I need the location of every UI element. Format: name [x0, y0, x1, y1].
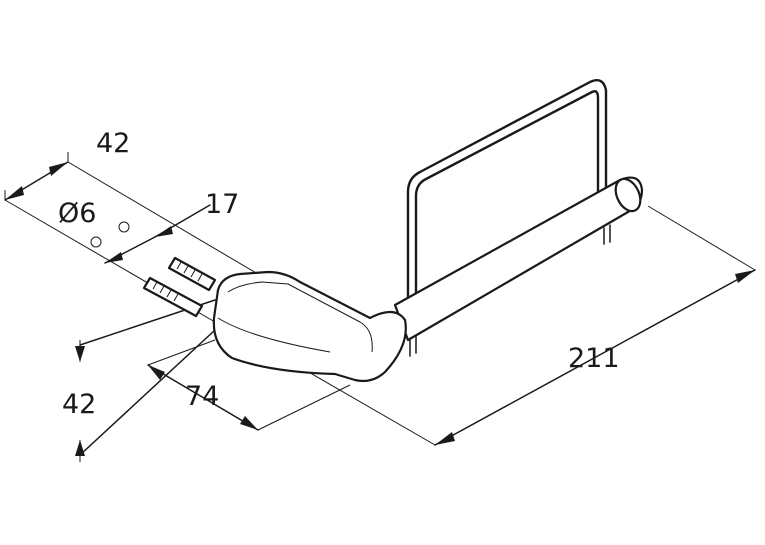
mounting-holes — [90, 221, 130, 248]
wire-frame — [406, 79, 608, 302]
dimension-lines — [4, 152, 756, 462]
dimension-labels: 42 Ø6 17 42 74 211 — [58, 128, 620, 420]
wall-bracket — [212, 270, 407, 383]
wall-plugs — [142, 256, 217, 318]
rod — [393, 176, 644, 357]
dim-overall-length-label: 211 — [568, 343, 620, 374]
dim-hole-spacing-label: 17 — [205, 189, 239, 220]
dim-top-width-label: 42 — [96, 128, 130, 159]
arrow-heads — [5, 162, 755, 456]
dim-side-depth-label: 42 — [62, 389, 96, 420]
dim-base-length-label: 74 — [185, 381, 219, 412]
dim-hole-diameter-label: Ø6 — [58, 198, 96, 229]
